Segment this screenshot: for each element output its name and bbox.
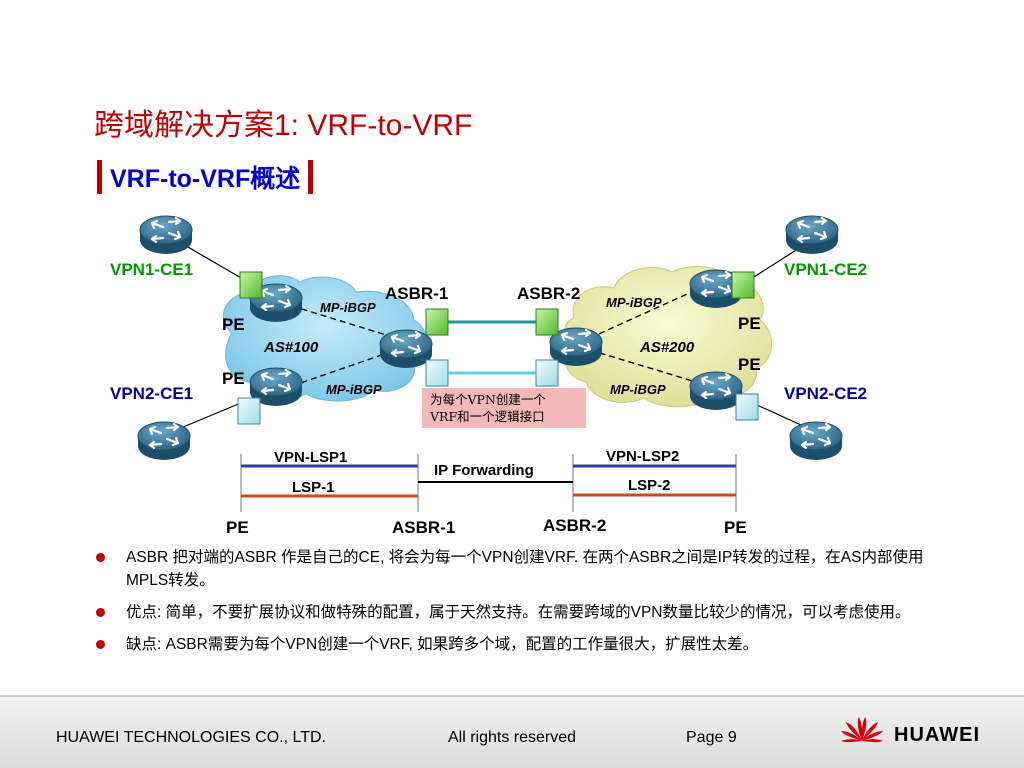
bullet-dot bbox=[96, 608, 105, 617]
path-label-pe-right: PE bbox=[724, 518, 747, 537]
bullet-dot bbox=[96, 640, 105, 649]
router-vpn1-ce1 bbox=[138, 214, 194, 256]
subtitle-bar-right bbox=[308, 160, 314, 194]
vrf-square-asbr2-vpn2 bbox=[535, 359, 559, 387]
label-mpibgp-left-bottom: MP-iBGP bbox=[326, 382, 382, 397]
label-vpn-lsp2: VPN-LSP2 bbox=[606, 448, 679, 465]
huawei-logo-text: HUAWEI bbox=[894, 724, 980, 746]
label-lsp2: LSP-2 bbox=[628, 477, 671, 494]
label-vpn1-ce2: VPN1-CE2 bbox=[784, 260, 867, 279]
mpibgp-line-left-bottom bbox=[291, 349, 397, 387]
label-mpibgp-right-bottom: MP-iBGP bbox=[610, 382, 666, 397]
label-pe-right-top: PE bbox=[738, 314, 761, 333]
label-vpn1-ce1: VPN1-CE1 bbox=[110, 260, 193, 279]
footer-rights: All rights reserved bbox=[448, 729, 577, 746]
vrf-square-asbr2-vpn1 bbox=[535, 308, 559, 336]
footer: HUAWEI TECHNOLOGIES CO., LTD. All rights… bbox=[0, 695, 1024, 768]
label-asbr2: ASBR-2 bbox=[517, 284, 580, 303]
label-asbr1: ASBR-1 bbox=[385, 284, 448, 303]
vrf-square-pe-left-top bbox=[239, 271, 263, 299]
bullet-text: ASBR 把对端的ASBR 作是自己的CE, 将会为每一个VPN创建VRF. 在… bbox=[126, 549, 924, 589]
subtitle-bar-left bbox=[97, 160, 102, 194]
label-pe-left-bottom: PE bbox=[222, 369, 245, 388]
page-number: Page 9 bbox=[686, 729, 737, 746]
router-vpn2-ce1 bbox=[136, 420, 192, 462]
label-as200: AS#200 bbox=[639, 339, 695, 356]
note-line2: VRF和一个逻辑接口 bbox=[429, 409, 545, 424]
slide-title: 跨域解决方案1: VRF-to-VRF bbox=[94, 109, 473, 142]
label-lsp1: LSP-1 bbox=[292, 479, 335, 496]
footer-company: HUAWEI TECHNOLOGIES CO., LTD. bbox=[56, 729, 326, 746]
label-mpibgp-right-top: MP-iBGP bbox=[606, 295, 662, 310]
path-label-asbr1: ASBR-1 bbox=[392, 518, 455, 537]
vrf-square-asbr1-vpn2 bbox=[425, 359, 449, 387]
label-as100: AS#100 bbox=[263, 339, 319, 356]
path-label-pe-left: PE bbox=[226, 518, 249, 537]
label-mpibgp-left-top: MP-iBGP bbox=[320, 300, 376, 315]
bullet-list: ASBR 把对端的ASBR 作是自己的CE, 将会为每一个VPN创建VRF. 在… bbox=[94, 546, 954, 665]
bullet-item: 优点: 简单，不要扩展协议和做特殊的配置，属于天然支持。在需要跨域的VPN数量比… bbox=[94, 601, 954, 624]
router-vpn2-ce2 bbox=[788, 420, 844, 462]
mpibgp-line-right-bottom bbox=[589, 349, 697, 383]
link-vpn2-ce1-pe bbox=[175, 399, 249, 431]
vrf-square-pe-right-top bbox=[731, 271, 755, 299]
vrf-to-vrf-diagram: 为每个VPN创建一个 VRF和一个逻辑接口 VPN1-CE1 VPN2-CE1 … bbox=[110, 214, 867, 537]
path-label-asbr2: ASBR-2 bbox=[543, 516, 606, 535]
router-vpn1-ce2 bbox=[784, 214, 840, 256]
bullet-item: ASBR 把对端的ASBR 作是自己的CE, 将会为每一个VPN创建VRF. 在… bbox=[94, 546, 954, 592]
label-vpn-lsp1: VPN-LSP1 bbox=[274, 449, 347, 466]
bullet-text: 缺点: ASBR需要为每个VPN创建一个VRF, 如果跨多个域，配置的工作量很大… bbox=[126, 636, 759, 653]
vrf-square-pe-left-bottom bbox=[237, 397, 261, 425]
label-vpn2-ce1: VPN2-CE1 bbox=[110, 384, 193, 403]
router-asbr1 bbox=[378, 328, 434, 370]
label-vpn2-ce2: VPN2-CE2 bbox=[784, 384, 867, 403]
bullet-text: 优点: 简单，不要扩展协议和做特殊的配置，属于天然支持。在需要跨域的VPN数量比… bbox=[126, 604, 911, 621]
bullet-item: 缺点: ASBR需要为每个VPN创建一个VRF, 如果跨多个域，配置的工作量很大… bbox=[94, 633, 954, 656]
bullet-dot bbox=[96, 553, 105, 562]
subtitle-text: VRF-to-VRF概述 bbox=[110, 165, 301, 193]
vrf-square-asbr1-vpn1 bbox=[425, 308, 449, 336]
mpibgp-line-left-top bbox=[291, 305, 397, 339]
section-subtitle: VRF-to-VRF概述 bbox=[97, 158, 314, 196]
vrf-square-pe-right-bottom bbox=[735, 393, 759, 421]
label-ip-forwarding: IP Forwarding bbox=[434, 462, 534, 479]
huawei-logo-icon bbox=[841, 717, 883, 743]
label-pe-left-top: PE bbox=[222, 315, 245, 334]
footer-separator bbox=[0, 695, 1024, 697]
note-box bbox=[422, 388, 586, 428]
note-line1: 为每个VPN创建一个 bbox=[430, 392, 546, 407]
label-pe-right-bottom: PE bbox=[738, 355, 761, 374]
router-pe-right-bottom bbox=[688, 370, 744, 412]
